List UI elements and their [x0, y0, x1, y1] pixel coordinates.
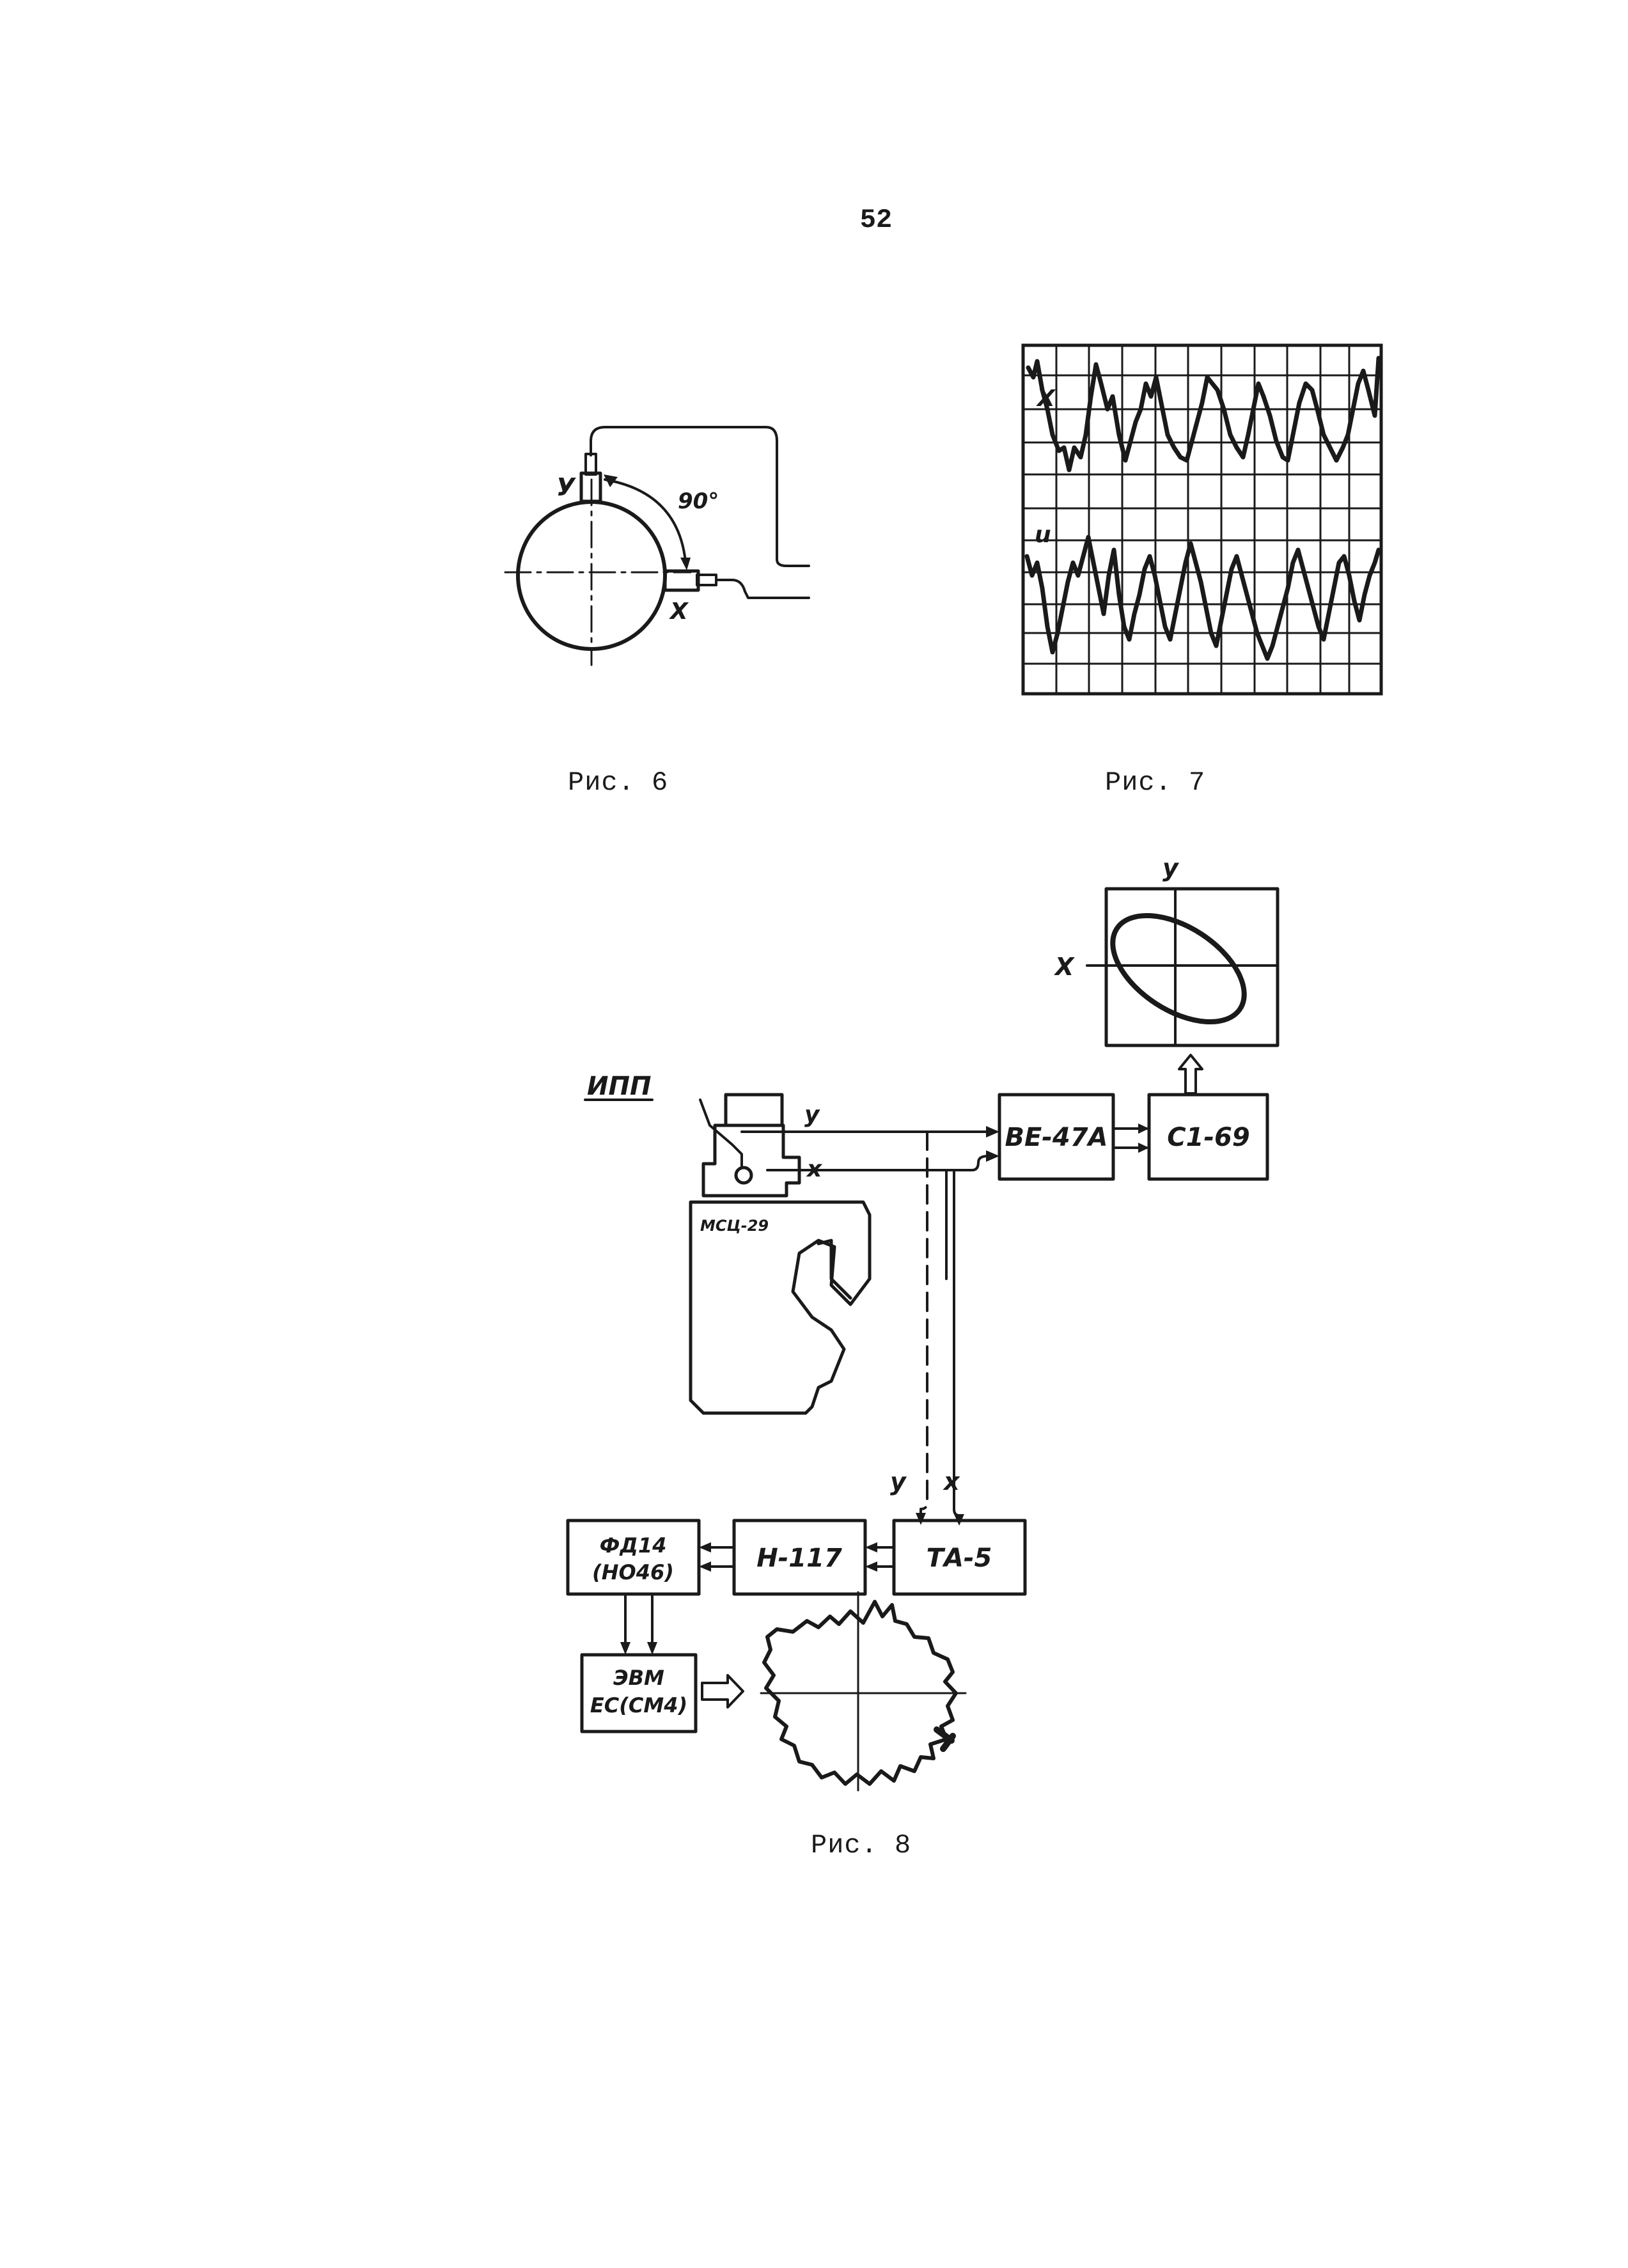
- fig8-input-y-label: у: [890, 1467, 907, 1496]
- fig6-angle-arc: [604, 478, 687, 563]
- fig8-right-arrow: [701, 1674, 744, 1709]
- fig7-trace-x: [1026, 356, 1381, 473]
- fig8-sensor-label: ИПП: [587, 1072, 651, 1101]
- fig8-block-fd14: [566, 1519, 701, 1596]
- fig8-block-h117-label: Н-117: [756, 1544, 842, 1573]
- fig8-block-be47a: [998, 1093, 1115, 1181]
- fig7-caption: Рис. 7: [1105, 767, 1206, 798]
- fig8-scope-axis-y: у: [1162, 854, 1180, 882]
- fig8-block-evm-line2: ЕС(СМ4): [590, 1693, 687, 1717]
- fig6-label-y: У: [556, 473, 576, 501]
- fig8-caption: Рис. 8: [811, 1830, 912, 1861]
- fig8-signal-y-label: у: [804, 1102, 820, 1128]
- fig8-block-c169-label: С1-69: [1167, 1123, 1249, 1152]
- fig8-block-h117: [732, 1519, 867, 1596]
- fig8-block-fd14-line1: ФД14: [600, 1533, 667, 1558]
- fig7-trace-x-label: X: [1036, 386, 1056, 412]
- fig8-sensor-leader: [699, 1099, 743, 1169]
- fig8-block-be47a-label: ВЕ-47А: [1005, 1123, 1108, 1152]
- fig8-sensor: [734, 1166, 753, 1185]
- fig6-caption: Рис. 6: [568, 767, 669, 798]
- fig8-machine: [689, 1093, 872, 1415]
- fig8-branch-y: [920, 1130, 928, 1520]
- fig7-trace-y: [1024, 535, 1381, 661]
- fig6-cable-y: [590, 426, 810, 567]
- fig8-scope-screen: [1104, 887, 1280, 1047]
- fig8-signal-line-x: [766, 1155, 996, 1171]
- fig8-block-evm-line1: ЭВМ: [613, 1666, 664, 1690]
- fig6-angle-label: 90°: [678, 489, 719, 514]
- fig8-lissajous-ellipse: [1110, 912, 1247, 1025]
- fig8-block-fd14-line2: (НО46): [592, 1560, 674, 1584]
- fig8-block-ta5: [892, 1519, 1027, 1596]
- fig6-cable-x: [715, 579, 810, 599]
- fig8-block-c169: [1147, 1093, 1269, 1181]
- fig6-label-x: Х: [669, 598, 689, 625]
- fig8-machine-label: МСЦ-29: [700, 1217, 769, 1235]
- fig8-up-arrow: [1178, 1054, 1203, 1095]
- page-number: 52: [859, 205, 893, 235]
- fig8-input-x-label: х: [943, 1467, 960, 1496]
- fig8-signal-x-label: х: [806, 1156, 823, 1182]
- fig8-block-evm: [580, 1653, 698, 1733]
- fig7-trace-y-label: u: [1035, 522, 1051, 548]
- fig8-block-ta5-label: ТА-5: [927, 1544, 992, 1573]
- fig8-scope-axis-x: Х: [1054, 953, 1075, 981]
